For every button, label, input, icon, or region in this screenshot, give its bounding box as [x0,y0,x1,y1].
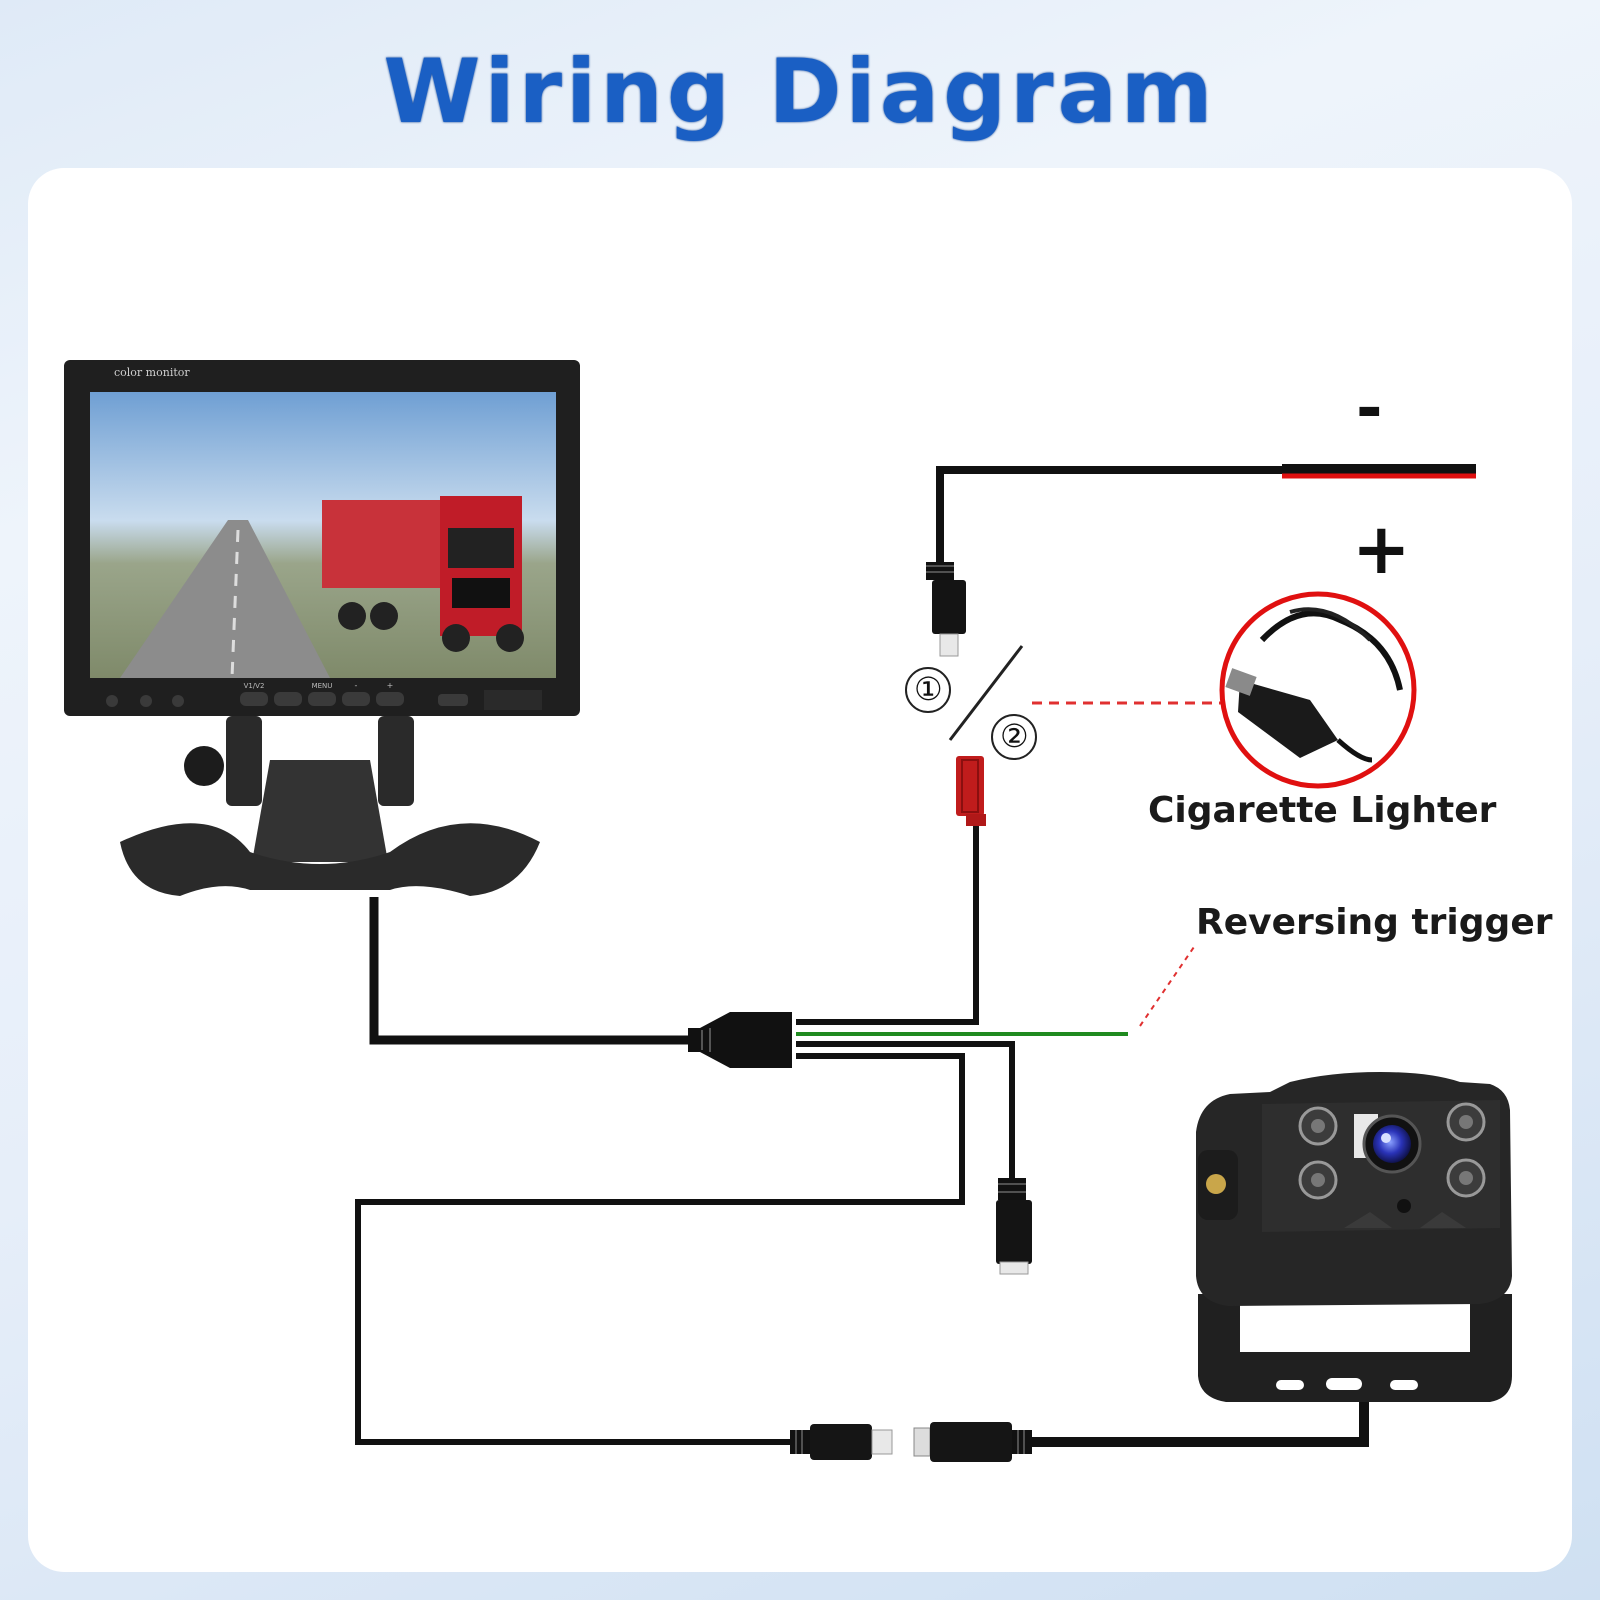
ir-window [484,690,542,710]
positive-terminal-sign: + [1352,508,1411,590]
monitor-dot-button[interactable] [140,695,152,707]
road [120,520,330,678]
light-sensor [1397,1199,1411,1213]
backup-camera [1196,1072,1512,1402]
v1v2-button[interactable] [240,692,268,706]
truck-image [322,496,524,652]
monitor-button-row: V1/V2 MENU - + [240,681,404,706]
reversing-trigger-leader [1139,943,1197,1027]
stand-knob [184,746,224,786]
switch-option-2 [991,714,1037,760]
camera-bracket [1198,1294,1512,1402]
monitor-cable [369,897,688,1045]
switch-option-1 [905,667,951,713]
power-socket-red [956,756,984,816]
plus-button-label: + [387,681,394,690]
extension-connector [996,1200,1032,1264]
mode-button[interactable] [274,692,302,706]
power-switch [905,645,1222,760]
camera-lens [1373,1125,1411,1163]
monitor-dot-button[interactable] [106,695,118,707]
v1v2-button-label: V1/V2 [244,682,265,690]
aviation-connector-female [810,1424,872,1460]
plus-button[interactable] [376,692,404,706]
power-lead-black [936,466,1476,566]
stand-base [120,823,540,896]
aviation-connector-male-tip [913,1427,931,1457]
aviation-connector-male [930,1422,1012,1462]
camera-extension-cable [355,1053,965,1445]
negative-terminal-sign: - [1356,372,1383,446]
monitor: color monitor V1/V2 MENU - + [64,360,580,716]
power-wire [796,820,979,1025]
dc-plug [932,580,966,634]
monitor-brand-text: color monitor [114,366,190,379]
monitor-dot-button[interactable] [172,695,184,707]
power-button[interactable] [438,694,468,706]
monitor-stand [120,716,540,896]
cigarette-lighter-inset [1219,591,1417,789]
menu-button[interactable] [308,692,336,706]
camera-side-screw [1206,1174,1226,1194]
extension-wire [796,1041,1015,1180]
switch-option-2-label: ② [1000,717,1029,755]
reversing-trigger-label: Reversing trigger [1196,902,1553,943]
connectors [790,562,1032,1462]
menu-button-label: MENU [312,682,333,690]
minus-button[interactable] [342,692,370,706]
cigarette-plug [1238,680,1338,758]
switch-option-1-label: ① [914,670,943,708]
cable-splitter [688,1012,792,1068]
minus-button-label: - [355,681,358,690]
cigarette-lighter-label: Cigarette Lighter [1148,790,1497,831]
page-title: Wiring Diagram [383,40,1217,143]
